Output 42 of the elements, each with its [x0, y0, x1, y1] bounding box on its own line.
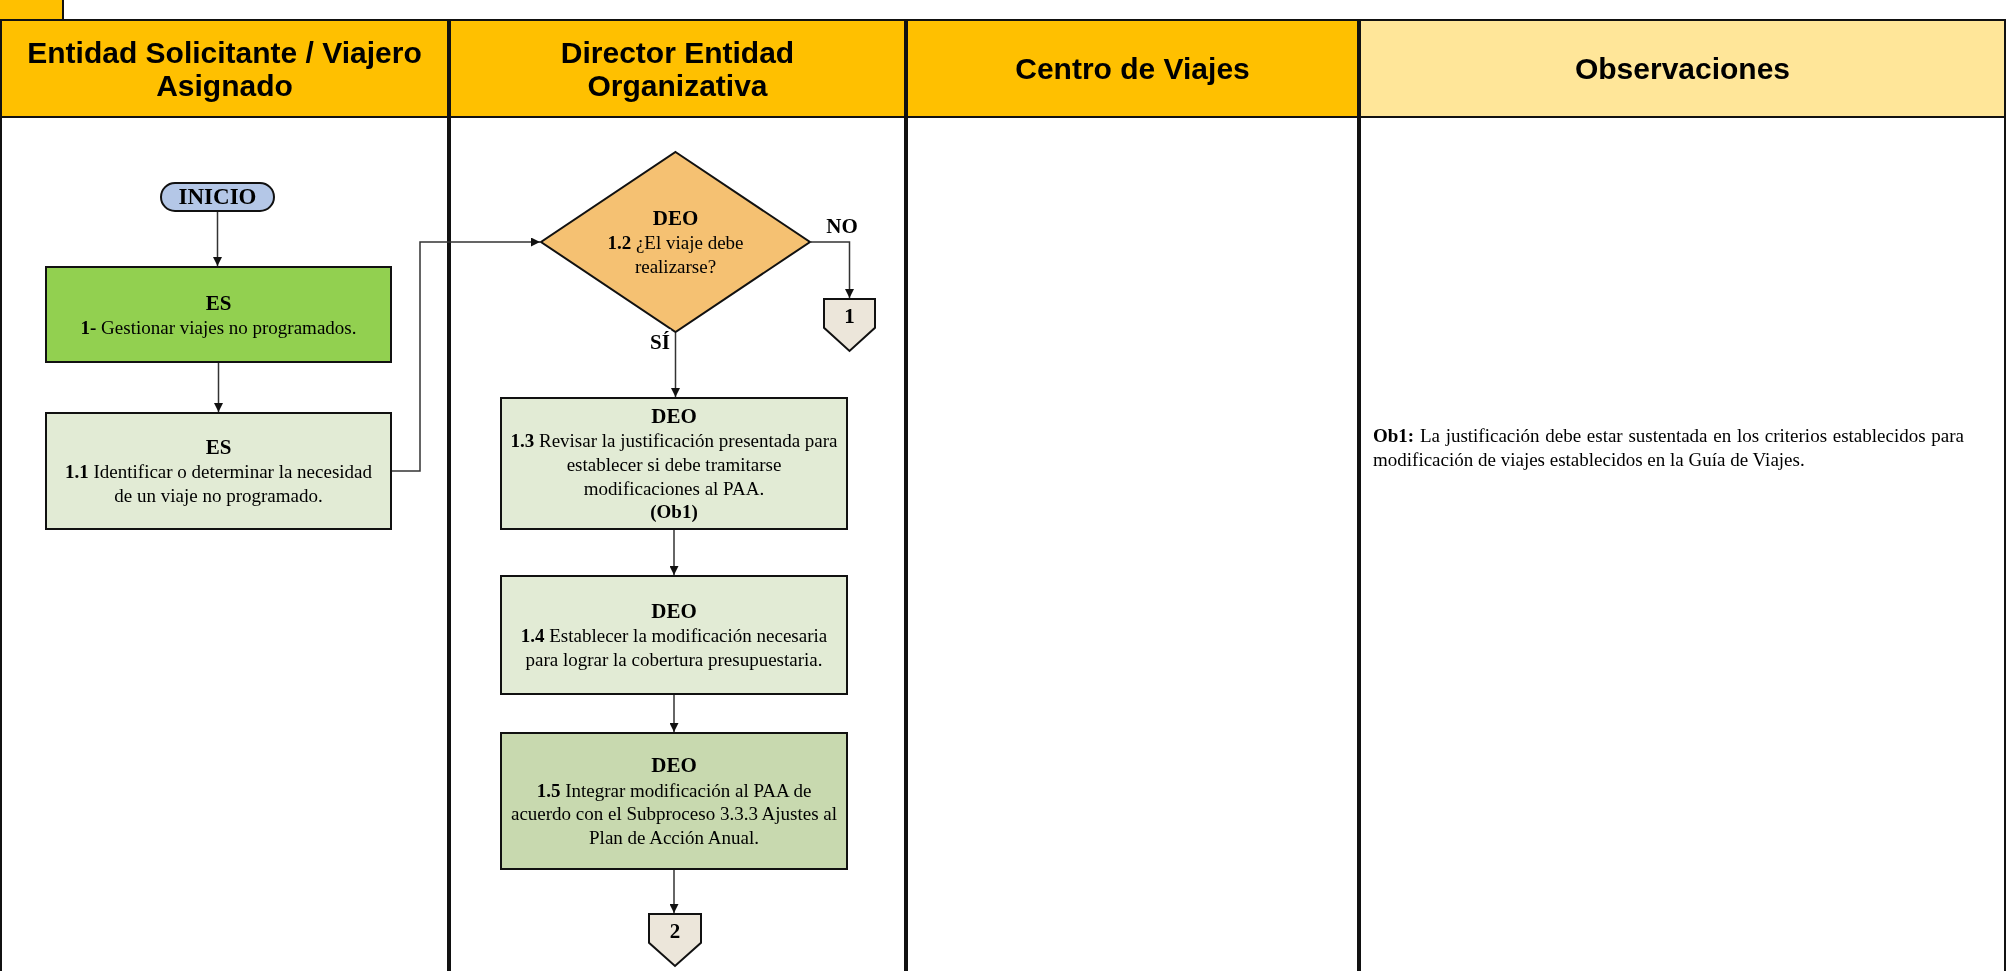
flow-arrow — [214, 362, 223, 413]
off-page-connector — [648, 913, 702, 967]
flow-arrow — [669, 869, 679, 914]
actor-code: DEO — [652, 205, 699, 232]
swimlane — [1359, 19, 2006, 971]
flow-arrow — [810, 241, 854, 299]
decision-diamond — [540, 151, 811, 333]
start-terminal — [160, 182, 275, 212]
off-page-connector — [823, 298, 876, 352]
flow-arrow — [669, 529, 679, 576]
actor-code: DEO — [651, 598, 697, 625]
note-reference: (Ob1) — [650, 500, 698, 525]
lane-header: Director Entidad Organizativa — [451, 19, 904, 118]
process-box — [45, 412, 392, 530]
flow-arrow — [391, 237, 541, 472]
process-box — [500, 732, 848, 870]
connector-number: 2 — [669, 917, 681, 945]
lane-header: Entidad Solicitante / Viajero Asignado — [2, 19, 447, 118]
process-box — [500, 397, 848, 530]
step-text: 1- Gestionar viajes no programados. — [80, 315, 357, 340]
step-text: 1.4 Establecer la modificación necesaria para lograr la cobertura presupuestaria. — [519, 624, 829, 672]
swimlane — [449, 19, 906, 971]
flow-arrow — [669, 694, 679, 733]
observation-note: Ob1: La justificación debe estar sustentada en los criterios establecidos para modificación de viajes establecidos en la Guía de Viajes. — [1373, 424, 1964, 472]
step-text: 1.5 Integrar modificación al PAA de acuerdo con el Subproceso 3.3.3 Ajustes al Plan de Acción Anual. — [510, 778, 838, 850]
step-text: 1.3 Revisar la justificación presentada para establecer si debe tramitarse modificaciones al PAA. — [510, 429, 838, 501]
lane-header: Centro de Viajes — [908, 19, 1357, 118]
lane-header: Observaciones — [1361, 19, 2004, 118]
flow-arrow — [213, 211, 222, 267]
actor-code: ES — [205, 289, 232, 316]
step-text: 1.2 ¿El viaje debe realizarse? — [606, 231, 745, 279]
actor-code: INICIO — [178, 182, 257, 211]
connector-number: 1 — [844, 302, 855, 330]
flow-arrow — [671, 332, 680, 398]
swimlane — [906, 19, 1359, 971]
actor-code: DEO — [651, 402, 697, 430]
process-box — [45, 266, 392, 363]
actor-code: DEO — [651, 752, 697, 779]
swimlane — [0, 19, 449, 971]
process-box — [500, 575, 848, 695]
step-text: 1.1 Identificar o determinar la necesidad de un viaje no programado. — [64, 460, 373, 508]
actor-code: ES — [205, 434, 232, 461]
